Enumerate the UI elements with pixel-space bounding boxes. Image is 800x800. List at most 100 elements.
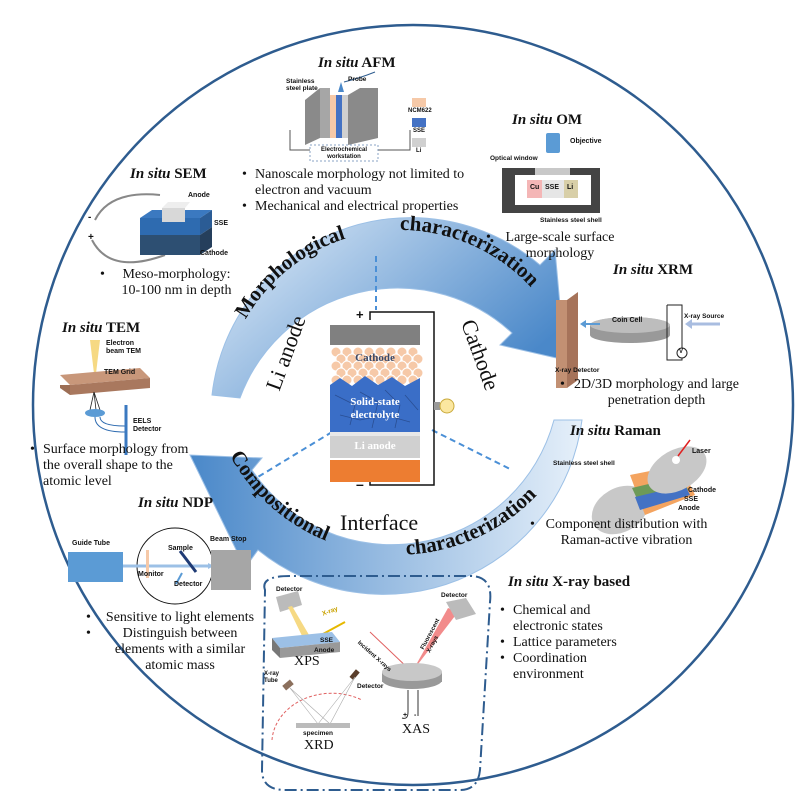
raman-shell-label: Stainless steel shell: [553, 460, 615, 467]
ndp-detector-label: Detector: [174, 581, 203, 588]
cathode-current-collector: [330, 325, 420, 345]
xray-bullet: Chemical and electronic states: [500, 603, 630, 635]
sem-cathode-label: Cathode: [200, 250, 228, 257]
lightbulb-icon: [439, 398, 455, 414]
xray-bullet: Lattice parameters: [500, 635, 630, 651]
tem-bullets: Surface morphology from the overall shap…: [30, 442, 190, 490]
om-objective-label: Objective: [570, 138, 602, 145]
xrm-bullets: 2D/3D morphology and large penetration d…: [560, 377, 740, 409]
xrm-source-label: X-ray Source: [684, 313, 725, 320]
dashed-connectors: [252, 256, 513, 481]
ndp-title: In situ NDP: [138, 495, 214, 511]
xrd-drawing: [271, 669, 363, 741]
sem-bullets: Meso-morphology: 10-100 nm in depth: [100, 267, 240, 299]
afm-drawing: [289, 71, 426, 162]
om-title: In situ OM: [512, 112, 583, 128]
xps-anode-label: Anode: [314, 647, 335, 654]
morphological-arc-arrow: [211, 217, 566, 399]
ndp-drawing: [68, 527, 251, 605]
xrm-detector-label: X-ray Detector: [555, 367, 600, 374]
raman-bullet: Component distribution with Raman-active…: [530, 517, 710, 549]
outer-circle: [31, 23, 795, 787]
om-li-label: Li: [567, 184, 574, 191]
xrm-coin-label: Coin Cell: [612, 317, 643, 324]
interface-label: Interface: [340, 510, 419, 535]
raman-cathode-label: Cathode: [688, 487, 716, 494]
xray-bullets: Chemical and electronic statesLattice pa…: [500, 603, 630, 683]
xray-title: In situ X-ray based: [508, 574, 631, 590]
om-shell-label: Stainless steel shell: [540, 217, 602, 224]
center-battery: [330, 311, 455, 486]
ndp-bullet: Distinguish between elements with a simi…: [86, 626, 261, 674]
battery-anode-label: Li anode: [354, 440, 396, 452]
afm-bullets: Nanoscale morphology not limited to elec…: [242, 167, 472, 215]
tem-bullet: Surface morphology from the overall shap…: [30, 442, 190, 490]
xray-dashed-box: [260, 575, 492, 791]
xps-detector-label: Detector: [276, 586, 303, 593]
xps-drawing: [272, 591, 346, 658]
om-sse-label: SSE: [545, 184, 560, 191]
xrd-name: XRD: [304, 738, 334, 753]
afm-legend-li: Li: [416, 148, 422, 154]
sem-minus-label: -: [88, 212, 92, 223]
afm-bullet: Mechanical and electrical properties: [242, 199, 472, 215]
xrd-specimen-label: specimen: [303, 730, 333, 737]
sem-drawing: [91, 193, 212, 264]
ndp-bullet: Sensitive to light elements: [86, 610, 261, 626]
xas-detector-label: Detector: [441, 592, 468, 599]
sem-sse-label: SSE: [214, 220, 229, 227]
afm-legend-sse: SSE: [413, 128, 426, 134]
afm-title: In situ AFM: [318, 55, 396, 71]
ndp-sample-label: Sample: [168, 545, 193, 552]
raman-title: In situ Raman: [570, 423, 661, 439]
xrd-detector-label: Detector: [357, 683, 384, 690]
sem-anode-label: Anode: [188, 192, 210, 199]
om-cu-label: Cu: [530, 184, 540, 191]
raman-sse-label: SSE: [684, 496, 699, 503]
compositional-arc-arrow: [189, 419, 583, 595]
battery-plus: +: [356, 307, 364, 322]
xas-plus-label: +: [403, 712, 408, 719]
ndp-guide-label: Guide Tube: [72, 540, 110, 547]
electrolyte-line-1: Solid-state: [350, 396, 400, 408]
battery-minus: –: [356, 476, 364, 492]
sem-bullet: Meso-morphology: 10-100 nm in depth: [100, 267, 240, 299]
ndp-bullets: Sensitive to light elementsDistinguish b…: [86, 610, 261, 674]
electrolyte-line-2: electrolyte: [350, 409, 400, 421]
om-window-label: Optical window: [490, 155, 538, 162]
battery-electrolyte-label: Solid-state electrolyte: [330, 396, 420, 422]
xrm-title: In situ XRM: [613, 262, 694, 278]
raman-anode-label: Anode: [678, 505, 700, 512]
xrm-bullet: 2D/3D morphology and large penetration d…: [560, 377, 740, 409]
xas-minus-label: -: [414, 712, 417, 719]
raman-laser-label: Laser: [692, 448, 711, 455]
afm-bullet: Nanoscale morphology not limited to elec…: [242, 167, 472, 199]
ndp-beamstop-label: Beam Stop: [210, 536, 247, 543]
xps-sse-label: SSE: [320, 637, 334, 644]
afm-legend-ncm: NCM622: [408, 108, 432, 114]
li-anode-layer: [330, 436, 420, 458]
tem-drawing: [60, 340, 150, 455]
xray-bullet: Coordination environment: [500, 651, 630, 683]
om-bullet: Large-scale surface morphology: [486, 230, 621, 262]
xrm-volt-label: V: [679, 349, 684, 355]
sem-title: In situ SEM: [130, 166, 207, 182]
xas-drawing: [369, 598, 476, 719]
xrm-drawing: [556, 292, 720, 388]
xps-name: XPS: [294, 654, 320, 669]
raman-bullets: Component distribution with Raman-active…: [530, 517, 710, 549]
afm-probe-label: Probe: [348, 76, 367, 83]
xas-name: XAS: [402, 722, 431, 737]
om-drawing: [502, 133, 600, 213]
om-bullets: Large-scale surface morphology: [486, 230, 621, 262]
tem-title: In situ TEM: [62, 320, 141, 336]
battery-cathode-label: Cathode: [355, 352, 395, 364]
anode-current-collector: [330, 460, 420, 482]
sem-plus-label: +: [88, 232, 94, 243]
